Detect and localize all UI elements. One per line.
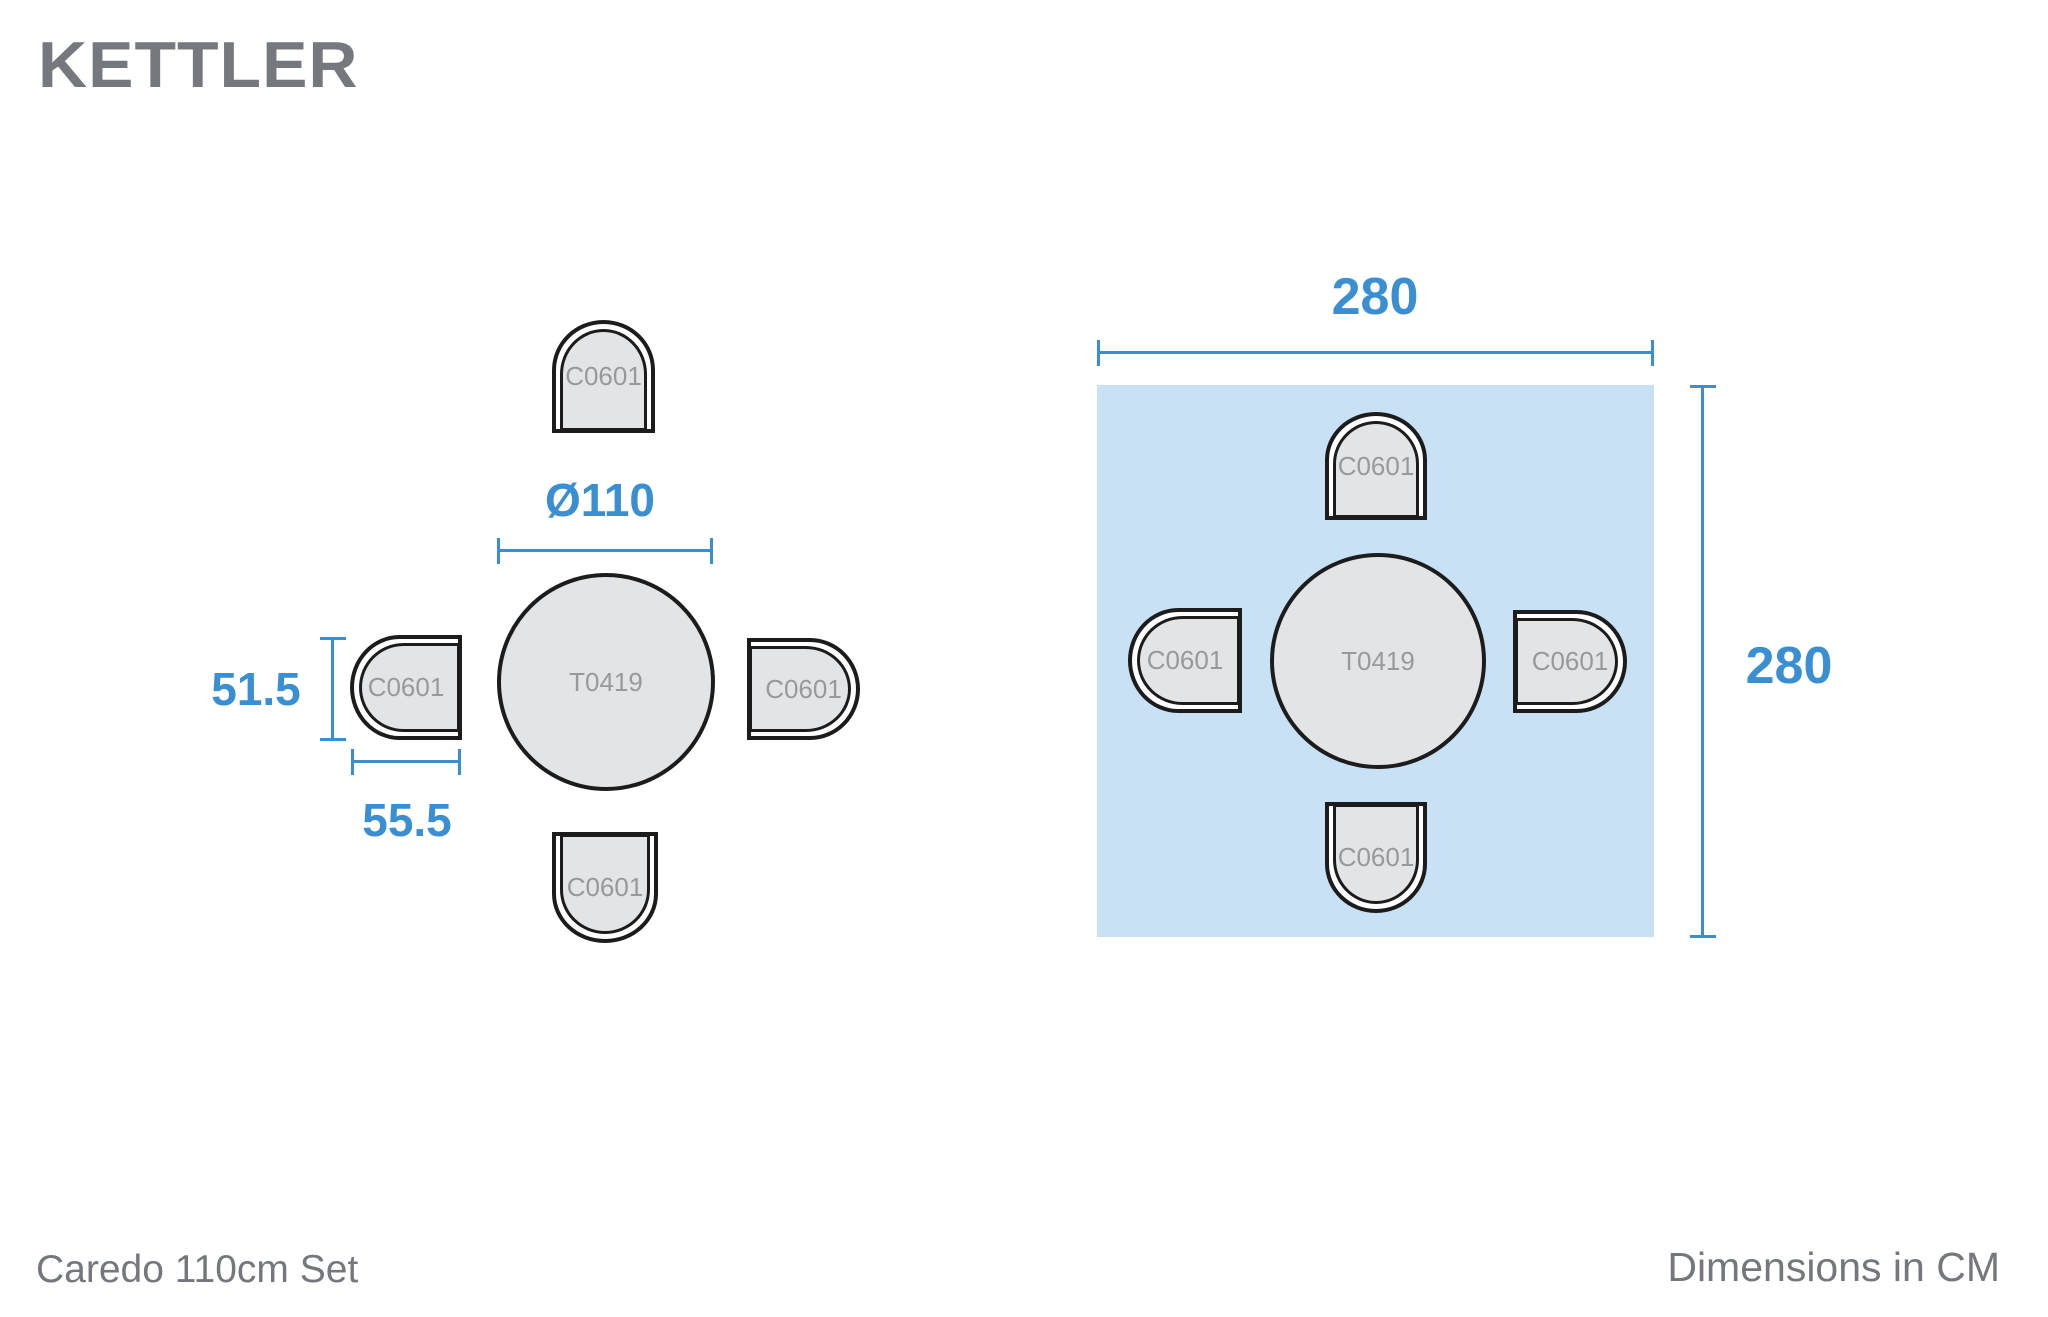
chair-part-number: C0601 [1146, 645, 1224, 675]
chair-depth-label: 55.5 [362, 794, 452, 846]
dimension-tick [1651, 339, 1654, 366]
chair-part-number: C0601 [1337, 450, 1415, 481]
clearance-width-dimension-line [1097, 339, 1654, 366]
dimension-tick [458, 748, 461, 775]
chair-left: C0601 [1128, 608, 1242, 713]
chair-part-number: C0601 [367, 672, 445, 702]
chair-top: C0601 [552, 320, 655, 433]
dimension-tick [319, 738, 346, 741]
chair-left: C0601 [350, 635, 462, 740]
chair-seat [359, 643, 460, 732]
clearance-height-label: 280 [1745, 637, 1833, 695]
dimension-tick [351, 748, 354, 775]
chair-seat [560, 329, 647, 431]
chair-part-number: C0601 [566, 872, 644, 902]
chair-seat [1333, 804, 1419, 904]
chair-part-number: C0601 [1531, 646, 1609, 676]
chair-right: C0601 [1513, 610, 1627, 713]
chair-depth-dimension-line [351, 748, 461, 775]
chair-seat [1515, 618, 1618, 705]
dimension-tick [497, 537, 500, 564]
table-diameter-dimension-line [497, 537, 713, 564]
chair-bottom: C0601 [552, 832, 658, 943]
chair-top: C0601 [1325, 412, 1427, 520]
table-top: T0419 [1270, 553, 1486, 769]
dimension-tick [1689, 935, 1716, 938]
chair-seat [1333, 421, 1419, 518]
table-part-number: T0419 [1341, 645, 1415, 676]
units-note: Dimensions in CM [1667, 1244, 2000, 1290]
chair-seat [560, 834, 650, 934]
dimension-tick [710, 537, 713, 564]
chair-part-number: C0601 [765, 673, 842, 704]
clearance-width-label: 280 [1331, 268, 1419, 326]
chair-width-label: 51.5 [211, 663, 301, 715]
table-part-number: T0419 [569, 666, 643, 697]
clearance-height-dimension-line [1689, 385, 1716, 938]
dimension-tick [319, 637, 346, 640]
brand-logo: KETTLER [38, 28, 359, 102]
chair-part-number: C0601 [1337, 842, 1415, 872]
dimension-tick [1689, 385, 1716, 388]
chair-width-dimension-line [319, 637, 346, 741]
table-top: T0419 [497, 573, 715, 791]
chair-right: C0601 [747, 638, 860, 740]
chair-seat [749, 646, 851, 732]
product-name: Caredo 110cm Set [36, 1248, 359, 1291]
chair-seat [1137, 616, 1240, 705]
dimension-tick [1097, 339, 1100, 366]
table-diameter-label: Ø110 [545, 474, 655, 526]
chair-part-number: C0601 [565, 361, 642, 391]
chair-bottom: C0601 [1325, 802, 1427, 913]
